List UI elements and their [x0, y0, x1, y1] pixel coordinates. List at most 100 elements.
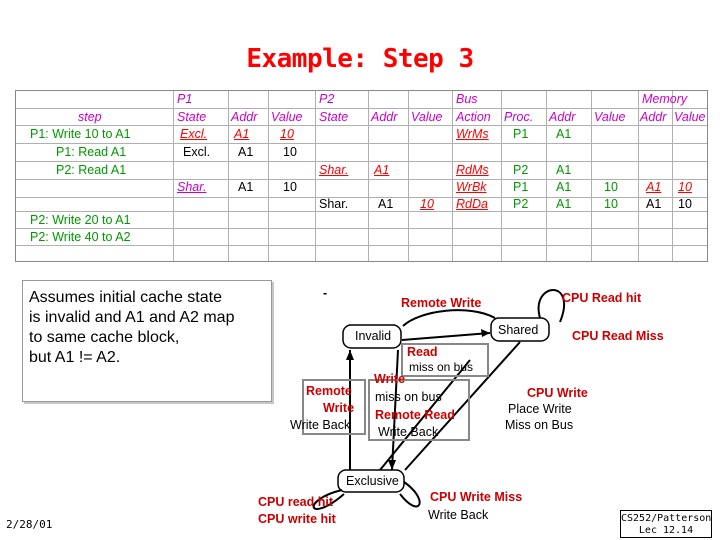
row3-p2-addr: A1	[374, 163, 390, 177]
exclusive-state-box	[337, 469, 405, 493]
row4-bus-action: WrBk	[456, 180, 487, 194]
row5-mem-addr: A1	[646, 197, 662, 211]
footer-course: CS252/Patterson	[621, 513, 712, 524]
label-cpu-read-miss: CPU Read Miss	[572, 329, 664, 343]
state-shared: Shared	[498, 323, 539, 337]
arrowhead-write-miss	[388, 460, 396, 470]
row1-p1-addr: A1	[234, 127, 250, 141]
shared-to-exclusive	[404, 341, 521, 471]
col-p2-state: State	[319, 110, 349, 124]
highlight-write-miss	[368, 379, 470, 441]
row5-p2-state: Shar.	[319, 197, 349, 211]
assumption-note: Assumes initial cache state is invalid a…	[22, 280, 272, 402]
row4-p1-addr: A1	[238, 180, 254, 194]
header-bus: Bus	[456, 92, 478, 106]
col-step: step	[78, 110, 102, 124]
row1-bus-action: WrMs	[456, 127, 489, 141]
row1-bus-proc: P1	[513, 127, 529, 141]
footer-course-box: CS252/Patterson Lec 12.14	[620, 510, 712, 538]
row6-step: P2: Write 20 to A1	[30, 213, 131, 227]
label-write-back-left: Write Back	[290, 418, 351, 432]
label-remote-write-top: Remote Write	[401, 296, 482, 310]
state-invalid: Invalid	[355, 329, 392, 343]
invalid-state-box	[342, 324, 402, 349]
row4-bus-addr: A1	[556, 180, 572, 194]
row5-bus-action: RdDa	[456, 197, 488, 211]
shared-self-loop	[537, 289, 566, 323]
arrowhead-remote-write	[346, 350, 354, 360]
assumption-text: Assumes initial cache state is invalid a…	[29, 289, 235, 366]
label-write-left: Write	[323, 401, 355, 415]
row3-bus-addr: A1	[556, 163, 572, 177]
label-place-write: Place Write	[508, 402, 572, 416]
label-cpu-write: CPU Write	[527, 386, 588, 400]
row4-p1-state: Shar.	[177, 180, 207, 194]
row2-p1-value: 10	[283, 145, 297, 159]
label-cpu-write-miss: CPU Write Miss	[430, 490, 523, 504]
row2-step: P1: Read A1	[56, 145, 127, 159]
exclusive-self-loop	[312, 489, 345, 511]
read-miss-arrow	[401, 332, 491, 341]
row2-p1-state: Excl.	[183, 145, 211, 159]
label-cpu-read-hit-top: CPU Read hit	[562, 291, 642, 305]
label-write-back-mid: Write Back	[378, 425, 439, 439]
label-miss-on-bus-1: miss on bus	[409, 360, 474, 374]
col-mem-addr: Addr	[640, 110, 667, 124]
row4-bus-proc: P1	[513, 180, 529, 194]
remote-write-arc	[402, 309, 496, 327]
row1-bus-addr: A1	[556, 127, 572, 141]
header-memory: Memory	[642, 92, 688, 106]
col-bus-proc: Proc.	[504, 110, 534, 124]
row4-mem-value: 10	[678, 180, 692, 194]
col-p2-value: Value	[411, 110, 443, 124]
row3-bus-action: RdMs	[456, 163, 489, 177]
header-p1: P1	[177, 92, 193, 106]
slide-title: Example: Step 3	[246, 44, 474, 74]
col-p1-value: Value	[271, 110, 303, 124]
row3-step: P2: Read A1	[56, 163, 127, 177]
label-miss-on-bus-2: miss on bus	[375, 390, 442, 404]
row3-p2-state: Shar.	[319, 163, 349, 177]
label-cpu-read-hit-bottom: CPU read hit	[258, 495, 334, 509]
col-bus-action: Action	[456, 110, 491, 124]
label-write-back-bottom: Write Back	[428, 508, 489, 522]
state-exclusive: Exclusive	[346, 474, 399, 488]
shared-state-box	[490, 317, 550, 342]
row5-mem-value: 10	[678, 197, 692, 211]
label-remote-left: Remote	[306, 384, 352, 398]
row7-step: P2: Write 40 to A2	[30, 230, 131, 244]
row1-p1-value: 10	[280, 127, 294, 141]
row4-p1-value: 10	[283, 180, 297, 194]
row3-bus-proc: P2	[513, 163, 529, 177]
col-p2-addr: Addr	[371, 110, 398, 124]
col-bus-value: Value	[594, 110, 626, 124]
highlight-read-miss	[401, 343, 489, 377]
row4-bus-value: 10	[604, 180, 618, 194]
header-p2: P2	[319, 92, 335, 106]
row5-bus-proc: P2	[513, 197, 529, 211]
row1-step: P1: Write 10 to A1	[30, 127, 131, 141]
label-miss-on-bus-3: Miss on Bus	[505, 418, 574, 432]
highlight-remote-write	[302, 379, 366, 435]
dash-mark: -	[323, 286, 328, 300]
col-mem-value: Value	[674, 110, 706, 124]
row5-bus-value: 10	[604, 197, 618, 211]
row5-p2-value: 10	[420, 197, 434, 211]
exclusive-to-shared	[379, 359, 471, 471]
footer-lecture: Lec 12.14	[638, 525, 694, 536]
arrowhead-read-miss	[481, 329, 490, 337]
row5-p2-addr: A1	[378, 197, 394, 211]
label-read: Read	[407, 345, 438, 359]
label-remote-read: Remote Read	[375, 408, 455, 422]
footer-date: 2/28/01	[6, 518, 53, 531]
row5-bus-addr: A1	[556, 197, 572, 211]
exclusive-write-miss-loop	[399, 481, 421, 508]
row4-mem-addr: A1	[646, 180, 662, 194]
state-table: P1 P2 Bus Memory step State Addr Value S…	[15, 90, 708, 262]
invalid-to-exclusive	[391, 349, 399, 471]
col-p1-state: State	[177, 110, 207, 124]
row1-p1-state: Excl.	[180, 127, 208, 141]
col-bus-addr: Addr	[549, 110, 576, 124]
row2-p1-addr: A1	[238, 145, 254, 159]
